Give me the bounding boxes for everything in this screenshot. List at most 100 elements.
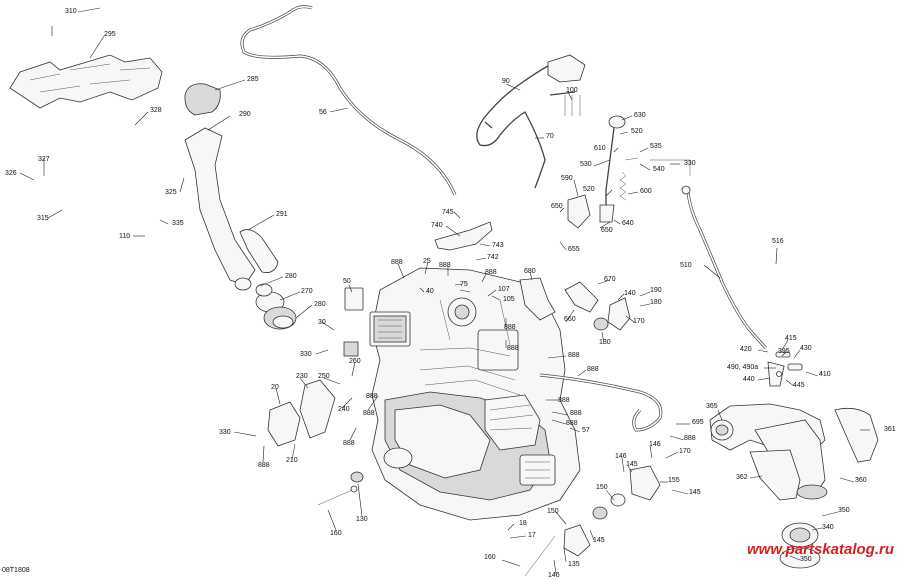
callout-70: 70 (546, 133, 554, 140)
callout-888-o: 888 (684, 435, 696, 442)
callout-610: 610 (594, 145, 606, 152)
vent-hose (539, 373, 663, 432)
callout-146-a: 146 (615, 453, 627, 460)
callout-361: 361 (884, 426, 896, 433)
mount-130 (350, 471, 364, 483)
callout-655: 655 (568, 246, 580, 253)
callout-145-b: 145 (689, 489, 701, 496)
callout-540: 540 (653, 166, 665, 173)
callout-888-d: 888 (366, 393, 378, 400)
mount-130b (610, 493, 626, 507)
callout-510: 510 (680, 262, 692, 269)
callout-130-a: 130 (356, 516, 368, 523)
callout-328: 328 (150, 107, 162, 114)
guard-230 (299, 379, 336, 439)
callout-630: 630 (634, 112, 646, 119)
callout-650-b: 650 (601, 227, 613, 234)
callout-410: 410 (819, 371, 831, 378)
callout-490: 490, 490a (727, 364, 759, 371)
bracket-145 (563, 524, 591, 557)
bracket-680 (519, 277, 556, 321)
relay-20 (267, 401, 301, 447)
callout-740: 740 (431, 222, 443, 229)
callout-180: 180 (650, 299, 662, 306)
callout-160-a: 160 (330, 530, 342, 537)
callout-888-m: 888 (570, 410, 582, 417)
callout-330-c: 330 (684, 160, 696, 167)
callout-40: 40 (426, 288, 434, 295)
callout-56: 56 (319, 109, 327, 116)
callout-291: 291 (276, 211, 288, 218)
watermark-text: www.partskatalog.ru (747, 541, 894, 558)
air-intake-group (9, 54, 297, 330)
callout-660: 660 (564, 316, 576, 323)
callout-107: 107 (498, 286, 510, 293)
callout-440: 440 (743, 376, 755, 383)
callout-310: 310 (65, 8, 77, 15)
callout-415: 415 (785, 335, 797, 342)
callout-888-j: 888 (568, 352, 580, 359)
callout-285: 285 (247, 76, 259, 83)
callout-640: 640 (622, 220, 634, 227)
callout-888-g: 888 (485, 269, 497, 276)
callout-670: 670 (604, 276, 616, 283)
callout-290: 290 (239, 111, 251, 118)
bracket-740 (434, 221, 493, 251)
callout-888-e: 888 (391, 259, 403, 266)
callout-250: 250 (318, 373, 330, 380)
callout-888-l: 888 (558, 397, 570, 404)
callout-110: 110 (119, 233, 131, 240)
callout-325: 325 (165, 189, 177, 196)
callout-135: 135 (568, 561, 580, 568)
callout-362: 362 (736, 474, 748, 481)
callout-888-i: 888 (507, 345, 519, 352)
callout-260: 260 (349, 358, 361, 365)
bolt-160b (524, 535, 556, 577)
callout-395: 395 (778, 348, 790, 355)
callout-25: 25 (423, 258, 431, 265)
callout-743: 743 (492, 242, 504, 249)
callout-145-a: 145 (626, 461, 638, 468)
callout-280-b: 280 (314, 301, 326, 308)
callout-145-c: 145 (593, 537, 605, 544)
callout-170-b: 170 (679, 448, 691, 455)
callout-230: 230 (296, 373, 308, 380)
callout-146-c: 146 (548, 572, 560, 579)
callout-146-b: 146 (649, 441, 661, 448)
callout-90: 90 (502, 78, 510, 85)
callout-695: 695 (692, 419, 704, 426)
callout-420: 420 (740, 346, 752, 353)
shift-linkage-group (567, 115, 691, 229)
callout-17: 17 (528, 532, 536, 539)
callout-326: 326 (5, 170, 17, 177)
callout-18: 18 (519, 520, 527, 527)
callout-210: 210 (286, 457, 298, 464)
bracket-155 (629, 465, 661, 501)
bolt-160 (317, 489, 353, 506)
callout-105: 105 (503, 296, 515, 303)
callout-155: 155 (668, 477, 680, 484)
callout-30: 30 (318, 319, 326, 326)
callout-888-n: 888 (566, 420, 578, 427)
callout-888-c: 888 (343, 440, 355, 447)
callout-315: 315 (37, 215, 49, 222)
callout-888-b: 888 (363, 410, 375, 417)
callout-330-b: 330 (219, 429, 231, 436)
callout-600: 600 (640, 188, 652, 195)
callout-170-a: 170 (633, 318, 645, 325)
callout-535: 535 (650, 143, 662, 150)
callout-742: 742 (487, 254, 499, 261)
mount-150 (592, 506, 608, 520)
callout-680: 680 (524, 268, 536, 275)
module-260 (343, 341, 359, 357)
washer-160 (350, 485, 358, 493)
callout-650-a: 650 (551, 203, 563, 210)
bracket-660 (564, 281, 599, 313)
callout-190: 190 (650, 287, 662, 294)
callout-150-a: 150 (547, 508, 559, 515)
callout-330-a: 330 (300, 351, 312, 358)
valve-hardware (767, 351, 803, 387)
callout-360: 360 (855, 477, 867, 484)
callout-350-a: 350 (838, 507, 850, 514)
